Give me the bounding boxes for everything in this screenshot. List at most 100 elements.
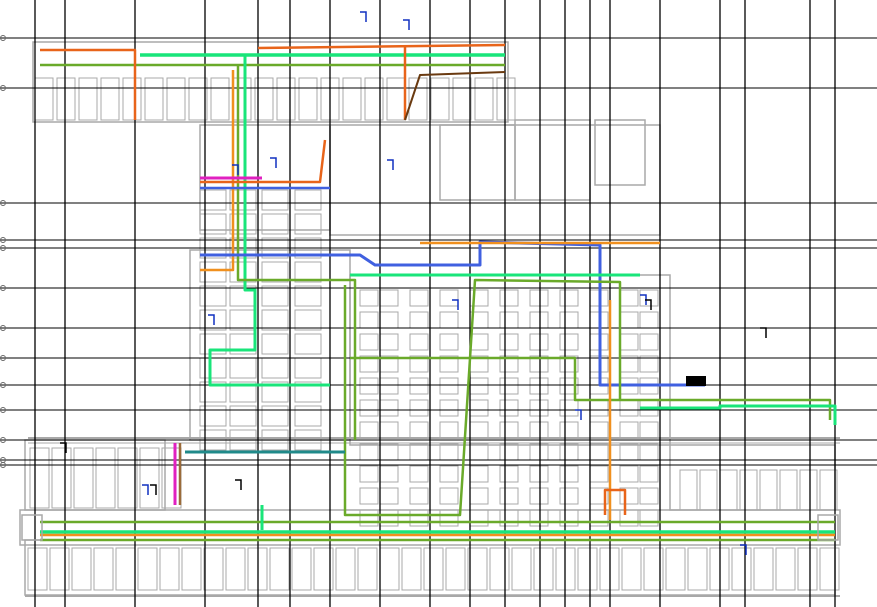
room-cell — [359, 333, 379, 351]
room-cell — [359, 311, 379, 329]
room-cell — [199, 261, 227, 283]
room-outline — [514, 119, 591, 201]
section-marker — [270, 157, 277, 168]
grid-bubble — [0, 237, 6, 243]
room-cell — [639, 443, 659, 461]
room-cell — [34, 77, 54, 121]
room-cell — [294, 381, 322, 403]
room-cell — [529, 421, 549, 439]
room-cell — [294, 213, 322, 235]
section-marker — [60, 442, 67, 453]
room-cell — [137, 547, 158, 591]
room-cell — [49, 547, 70, 591]
room-cell — [359, 443, 379, 461]
room-cell — [639, 509, 659, 527]
section-marker — [142, 484, 149, 495]
room-cell — [229, 309, 257, 331]
section-marker — [452, 299, 459, 310]
room-cell — [254, 77, 274, 121]
room-cell — [294, 285, 322, 307]
room-cell — [559, 377, 579, 395]
room-cell — [313, 547, 334, 591]
room-cell — [261, 285, 289, 307]
room-cell — [357, 547, 378, 591]
room-cell — [739, 469, 758, 511]
room-cell — [643, 547, 664, 591]
room-cell — [409, 311, 429, 329]
room-cell — [229, 261, 257, 283]
room-outline — [594, 119, 646, 186]
room-cell — [499, 509, 519, 527]
room-cell — [489, 547, 510, 591]
room-outline — [32, 41, 509, 123]
room-cell — [619, 465, 639, 483]
equipment-block — [686, 376, 706, 386]
room-cell — [439, 333, 459, 351]
room-cell — [589, 399, 609, 417]
room-cell — [639, 311, 659, 329]
room-cell — [469, 443, 489, 461]
room-cell — [359, 355, 379, 373]
room-cell — [445, 547, 466, 591]
room-cell — [577, 547, 598, 591]
room-cell — [95, 447, 116, 509]
room-cell — [261, 213, 289, 235]
room-cell — [511, 547, 532, 591]
room-cell — [469, 421, 489, 439]
room-cell — [294, 357, 322, 379]
room-cell — [533, 547, 554, 591]
room-cell — [529, 443, 549, 461]
room-cell — [439, 421, 459, 439]
room-cell — [423, 547, 444, 591]
room-cell — [29, 447, 50, 509]
room-cell — [753, 547, 774, 591]
room-cell — [188, 77, 208, 121]
room-cell — [731, 547, 752, 591]
room-cell — [439, 465, 459, 483]
room-cell — [621, 547, 642, 591]
room-cell — [261, 381, 289, 403]
room-cell — [379, 443, 399, 461]
room-cell — [401, 547, 422, 591]
room-cell — [469, 465, 489, 483]
room-cell — [291, 547, 312, 591]
room-outline — [189, 249, 351, 441]
room-cell — [687, 547, 708, 591]
room-cell — [294, 261, 322, 283]
room-cell — [467, 547, 488, 591]
room-cell — [639, 333, 659, 351]
room-cell — [469, 377, 489, 395]
room-cell — [469, 509, 489, 527]
room-cell — [364, 77, 384, 121]
room-cell — [499, 443, 519, 461]
room-cell — [229, 381, 257, 403]
room-cell — [199, 285, 227, 307]
pipe-blue — [200, 240, 705, 387]
section-marker — [740, 544, 747, 555]
room-cell — [439, 509, 459, 527]
room-cell — [379, 465, 399, 483]
room-cell — [439, 377, 459, 395]
room-cell — [559, 443, 579, 461]
room-cell — [619, 443, 639, 461]
room-cell — [619, 399, 639, 417]
room-cell — [559, 311, 579, 329]
room-cell — [499, 399, 519, 417]
room-cell — [386, 77, 406, 121]
room-cell — [469, 487, 489, 505]
room-cell — [529, 465, 549, 483]
room-cell — [499, 311, 519, 329]
room-cell — [144, 77, 164, 121]
room-cell — [379, 421, 399, 439]
grid-bubble — [0, 355, 6, 361]
section-marker — [232, 164, 239, 175]
room-cell — [619, 289, 639, 307]
room-cell — [719, 469, 738, 511]
room-cell — [665, 547, 686, 591]
pipe-orange — [200, 70, 235, 272]
room-cell — [199, 333, 227, 355]
room-cell — [529, 509, 549, 527]
room-cell — [294, 189, 322, 211]
pipe-orange — [200, 139, 327, 184]
